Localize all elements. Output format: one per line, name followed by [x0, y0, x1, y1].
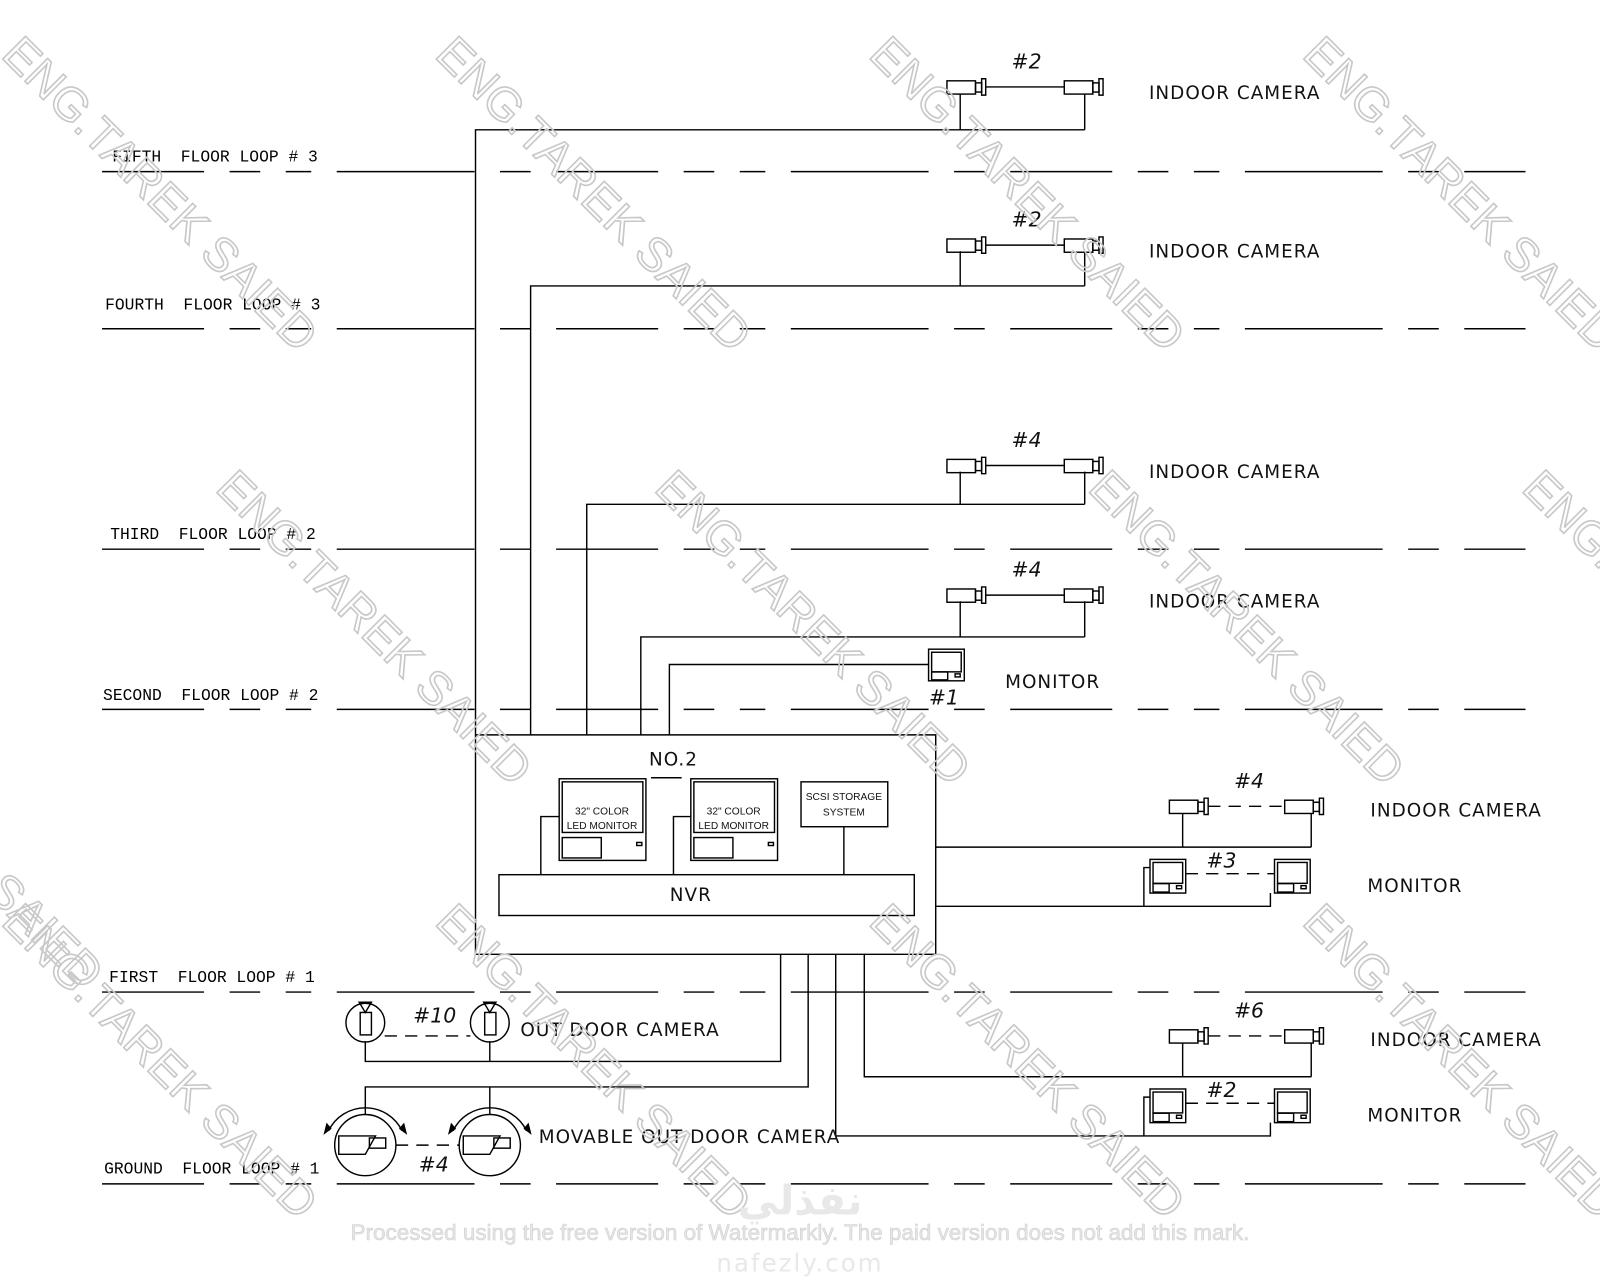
movable-label: MOVABLE OUT DOOR CAMERA [539, 1127, 841, 1148]
watermarkly-notice: Processed using the free version of Wate… [351, 1220, 1250, 1245]
author-watermark: ENG.TAREK SAIED [646, 460, 981, 795]
indoor-camera-icon [1168, 1027, 1209, 1045]
author-watermark: ENG.TAREK SAIED [860, 27, 1195, 362]
monitor-caption: 32" COLOR [707, 806, 761, 817]
author-watermark: ENG.TAREK SAIED [860, 894, 1195, 1229]
indoor-camera-icon [946, 78, 987, 96]
storage-caption: SCSI STORAGE [806, 792, 882, 803]
indoor-camera-icon [1168, 797, 1209, 816]
brand-logo-ar: نفذلي [738, 1176, 863, 1224]
monitor-icon [1149, 858, 1187, 894]
monitor-label: MONITOR [1367, 876, 1462, 897]
monitor-group: #1 MONITOR [927, 648, 1100, 709]
indoor-camera-icon [1063, 586, 1104, 604]
scsi-storage-box [800, 781, 889, 828]
camera-count: #2 [1011, 50, 1041, 74]
monitor-icon [1273, 1088, 1311, 1124]
author-watermark: ENG.TAREK SAIED [1080, 460, 1415, 795]
movable-count: #4 [419, 1153, 449, 1177]
indoor-camera-icon [946, 586, 987, 604]
camera-label: INDOOR CAMERA [1149, 591, 1320, 612]
camera-label: INDOOR CAMERA [1370, 1030, 1541, 1051]
outdoor-camera-icon [345, 1001, 386, 1043]
camera-count: #4 [1011, 428, 1041, 452]
floor-line-5: GROUND FLOOR LOOP # 1 [102, 1160, 1526, 1185]
monitor-caption: LED MONITOR [567, 821, 638, 832]
indoor-camera-icon [946, 236, 987, 254]
monitor-icon [927, 648, 965, 682]
indoor-camera-icon [1283, 797, 1325, 816]
floor-line-0: FIFTH FLOOR LOOP # 3 [102, 147, 1526, 173]
camera-count: #4 [1011, 558, 1041, 582]
floor-label: FIFTH FLOOR LOOP # 3 [112, 147, 318, 166]
camera-label: INDOOR CAMERA [1149, 462, 1320, 483]
ptz-camera-icon [323, 1107, 408, 1177]
monitor-caption: 32" COLOR [575, 806, 629, 817]
indoor-camera-icon [1283, 1027, 1325, 1045]
indoor-camera-icon [1063, 78, 1104, 96]
camera-label: INDOOR CAMERA [1370, 801, 1541, 822]
monitor-count: #2 [1206, 1078, 1236, 1102]
monitor-icon [690, 778, 779, 862]
monitor-caption: LED MONITOR [698, 821, 769, 832]
camera-count: #4 [1234, 769, 1264, 793]
author-watermark: ENG.TAREK SAIED [1513, 460, 1600, 795]
control-room-title: NO.2 [649, 750, 698, 771]
floor-label: FOURTH FLOOR LOOP # 3 [105, 295, 320, 314]
outdoor-label: OUT DOOR CAMERA [520, 1020, 719, 1041]
monitor-label: MONITOR [1005, 672, 1100, 693]
floor-line-4: FIRST FLOOR LOOP # 1 [102, 968, 1526, 993]
outdoor-count: #10 [413, 1004, 456, 1028]
monitor-count: #3 [1206, 849, 1236, 873]
camera-label: INDOOR CAMERA [1149, 241, 1320, 262]
floor-line-2: THIRD FLOOR LOOP # 2 [102, 525, 1526, 550]
storage-caption: SYSTEM [823, 808, 865, 819]
author-watermark: ENG.TAREK SAIED [207, 460, 542, 795]
floor-label: SECOND FLOOR LOOP # 2 [103, 686, 318, 705]
control-room: NO.2 32" COLOR LED MONITOR 32" COLOR LED MON… [475, 734, 937, 956]
ptz-camera-icon [447, 1107, 532, 1177]
outdoor-camera-icon [469, 1001, 510, 1043]
floor-label: GROUND FLOOR LOOP # 1 [104, 1160, 319, 1179]
monitor-count: #1 [929, 685, 959, 709]
indoor-camera-icon [946, 456, 987, 475]
watermark-layer: ENG.TAREK SAIED ENG.TAREK SAIED ENG.TAREK … [0, 26, 1600, 1278]
monitor-icon [1273, 858, 1311, 894]
indoor-camera-icon [1063, 456, 1104, 475]
camera-count: #6 [1234, 999, 1264, 1023]
monitor-label: MONITOR [1367, 1106, 1462, 1127]
author-watermark: ENG.TAREK SAIED [1294, 894, 1600, 1229]
camera-label: INDOOR CAMERA [1149, 83, 1320, 104]
brand-url: nafezly.com [716, 1249, 883, 1278]
floor-label: THIRD FLOOR LOOP # 2 [110, 525, 316, 544]
riser-cables [474, 94, 1086, 955]
author-watermark: ENG.TAREK SAIED [1294, 27, 1600, 362]
nvr-label: NVR [670, 885, 712, 906]
monitor-icon [1149, 1088, 1187, 1124]
movable-camera-group: #4 MOVABLE OUT DOOR CAMERA [323, 954, 841, 1177]
floor-line-3: SECOND FLOOR LOOP # 2 [102, 686, 1526, 711]
camera-count: #2 [1011, 208, 1041, 232]
monitor-icon [558, 778, 647, 862]
author-watermark: ENG.TAREK SAIED [427, 27, 762, 362]
floor-label: FIRST FLOOR LOOP # 1 [109, 968, 315, 987]
floor-line-1: FOURTH FLOOR LOOP # 3 [102, 295, 1526, 330]
nvr-box [498, 873, 915, 917]
